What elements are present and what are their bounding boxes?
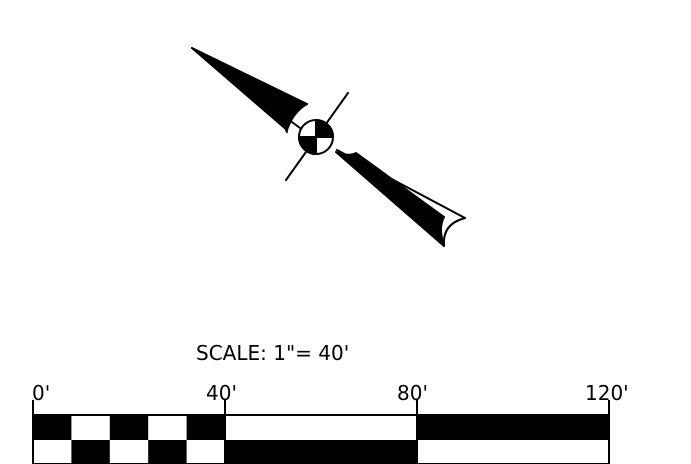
scale-block — [186, 415, 225, 440]
scale-block — [225, 440, 417, 464]
arrowhead-northwest-edge — [191, 47, 301, 129]
scale-block — [417, 415, 609, 440]
scale-tick-label-0: 0' — [32, 381, 50, 405]
north-arrow-icon — [191, 47, 466, 247]
arrowhead-southeast-cap — [442, 217, 466, 247]
scale-tick-label-40: 40' — [206, 381, 237, 405]
north-arrow-center-quadrant-b — [298, 136, 317, 155]
scale-tick-label-80: 80' — [397, 381, 428, 405]
scale-block — [71, 440, 110, 464]
scale-block — [109, 415, 149, 440]
arrowhead-southeast-edge — [336, 149, 466, 219]
arrowhead-southeast — [335, 151, 445, 247]
north-arrow-crosshair — [285, 92, 349, 181]
scale-tick-label-120: 120' — [585, 381, 629, 405]
scale-block — [148, 440, 187, 464]
scale-block — [33, 415, 72, 440]
scale-bar — [32, 400, 610, 464]
arrowhead-northwest-cap — [283, 103, 308, 133]
scale-label: SCALE: 1"= 40' — [196, 341, 349, 365]
